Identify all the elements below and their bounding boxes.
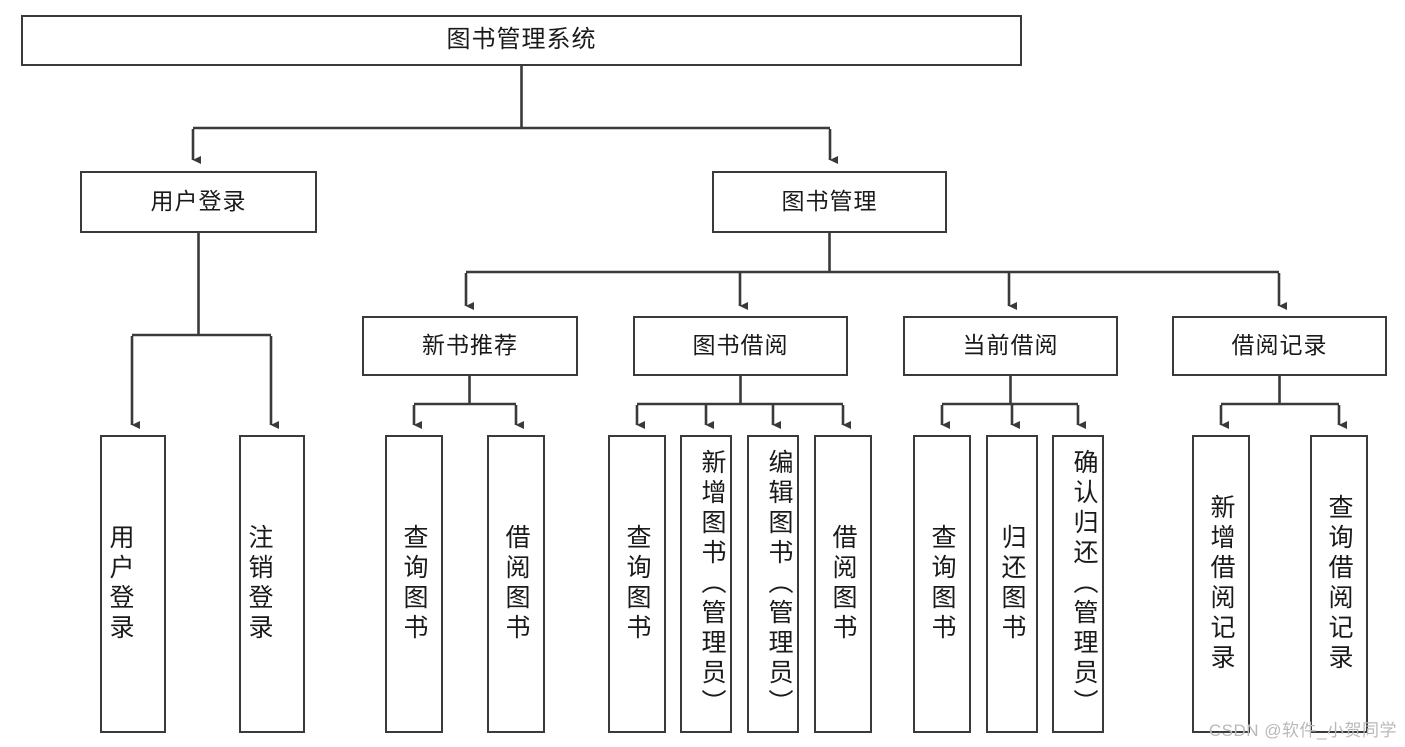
- leaf-return-book[interactable]: 归还图书: [986, 435, 1038, 733]
- node-book-borrow[interactable]: 图书借阅: [633, 316, 848, 376]
- leaf-edit-book[interactable]: 编辑图书（管理员）: [747, 435, 799, 733]
- leaf-borrow-book-recommend[interactable]: 借阅图书: [487, 435, 545, 733]
- node-new-book-recommend[interactable]: 新书推荐: [362, 316, 578, 376]
- node-label: 新书推荐: [422, 332, 518, 359]
- node-label: 用户登录: [106, 524, 134, 644]
- node-label: 编辑图书（管理员）: [765, 449, 793, 719]
- node-label: 借阅图书: [829, 524, 857, 644]
- leaf-query-book-recommend[interactable]: 查询图书: [385, 435, 443, 733]
- leaf-query-book-current[interactable]: 查询图书: [913, 435, 971, 733]
- leaf-borrow-book[interactable]: 借阅图书: [814, 435, 872, 733]
- node-label: 图书借阅: [692, 332, 789, 359]
- node-label: 借阅图书: [502, 524, 530, 644]
- node-label: 归还图书: [998, 524, 1026, 644]
- node-label: 查询图书: [623, 524, 651, 644]
- node-borrow-record[interactable]: 借阅记录: [1172, 316, 1387, 376]
- node-label: 确认归还（管理员）: [1070, 449, 1098, 719]
- leaf-user-login[interactable]: 用户登录: [100, 435, 166, 733]
- node-current-borrow[interactable]: 当前借阅: [903, 316, 1118, 376]
- node-label: 新增图书（管理员）: [698, 449, 726, 719]
- leaf-query-book-borrow[interactable]: 查询图书: [608, 435, 666, 733]
- node-label: 图书管理系统: [446, 26, 597, 54]
- node-label: 用户登录: [150, 188, 247, 215]
- watermark-text: CSDN @软件_小贺同学: [1208, 721, 1397, 740]
- node-label: 当前借阅: [962, 332, 1059, 359]
- node-label: 新增借阅记录: [1207, 494, 1235, 674]
- node-label: 注销登录: [245, 524, 273, 644]
- node-label: 查询图书: [928, 524, 956, 644]
- node-label: 借阅记录: [1231, 332, 1328, 359]
- leaf-query-borrow-record[interactable]: 查询借阅记录: [1310, 435, 1368, 733]
- node-label: 查询图书: [400, 524, 428, 644]
- leaf-confirm-return[interactable]: 确认归还（管理员）: [1052, 435, 1104, 733]
- leaf-add-borrow-record[interactable]: 新增借阅记录: [1192, 435, 1250, 733]
- node-book-management[interactable]: 图书管理: [712, 171, 947, 233]
- node-label: 图书管理: [781, 188, 878, 215]
- node-root-system[interactable]: 图书管理系统: [21, 15, 1022, 66]
- leaf-logout[interactable]: 注销登录: [239, 435, 305, 733]
- leaf-add-book[interactable]: 新增图书（管理员）: [680, 435, 732, 733]
- node-user-login[interactable]: 用户登录: [80, 171, 317, 233]
- node-label: 查询借阅记录: [1325, 494, 1353, 674]
